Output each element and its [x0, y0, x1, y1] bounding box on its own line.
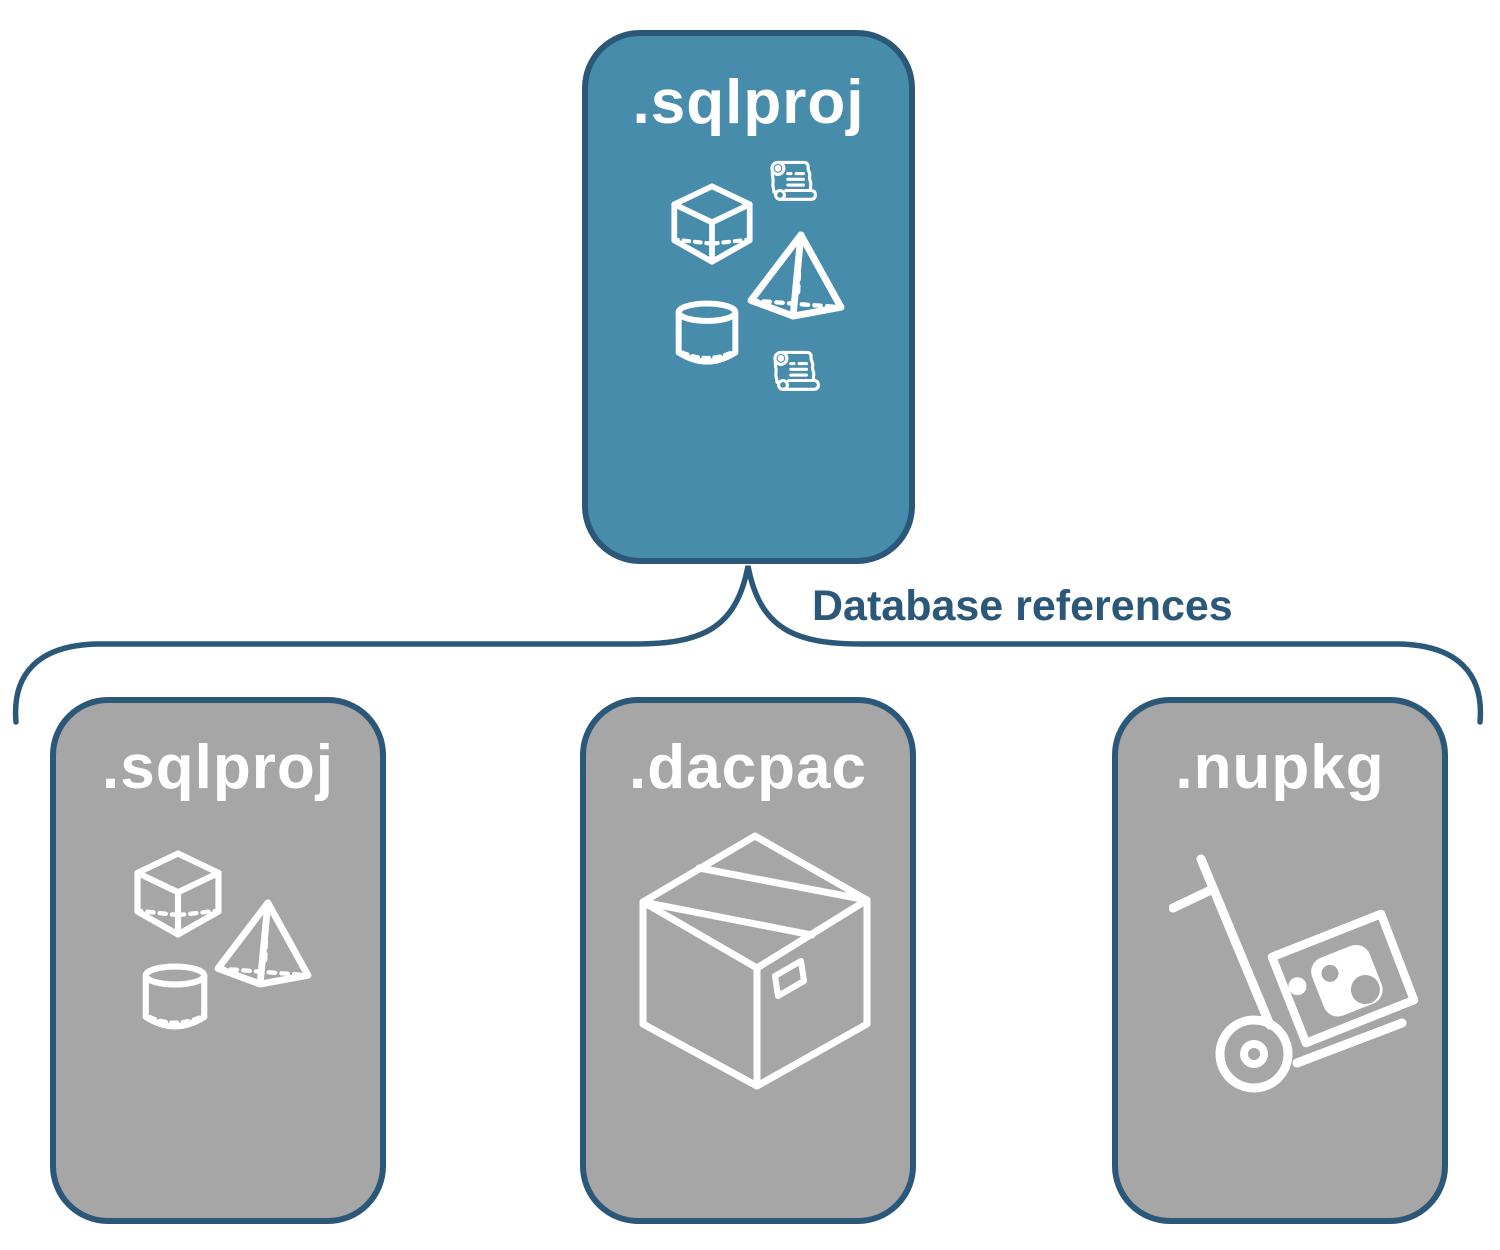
pyramid-icon: [745, 230, 847, 320]
cylinder-icon: [142, 963, 208, 1037]
pyramid-icon: [212, 898, 314, 988]
sql-script-scroll-icon: [768, 348, 824, 400]
sql-script-scroll-icon: [765, 158, 821, 210]
cube-icon: [133, 850, 223, 938]
parent-box-sqlproj: .sqlproj: [582, 30, 915, 564]
child-box-title: .sqlproj: [102, 733, 334, 802]
child-box-title: .dacpac: [629, 733, 867, 802]
child-box-dacpac: .dacpac: [580, 697, 916, 1224]
parent-box-title: .sqlproj: [632, 68, 865, 137]
package-box-icon: [635, 830, 879, 1092]
child-box-nupkg: .nupkg: [1112, 697, 1448, 1224]
connector-label: Database references: [812, 582, 1233, 630]
cube-icon: [670, 183, 754, 265]
nuget-hand-truck-icon: [1169, 845, 1421, 1097]
child-box-sqlproj: .sqlproj: [50, 697, 386, 1224]
cylinder-icon: [675, 300, 739, 372]
child-box-title: .nupkg: [1175, 733, 1385, 802]
